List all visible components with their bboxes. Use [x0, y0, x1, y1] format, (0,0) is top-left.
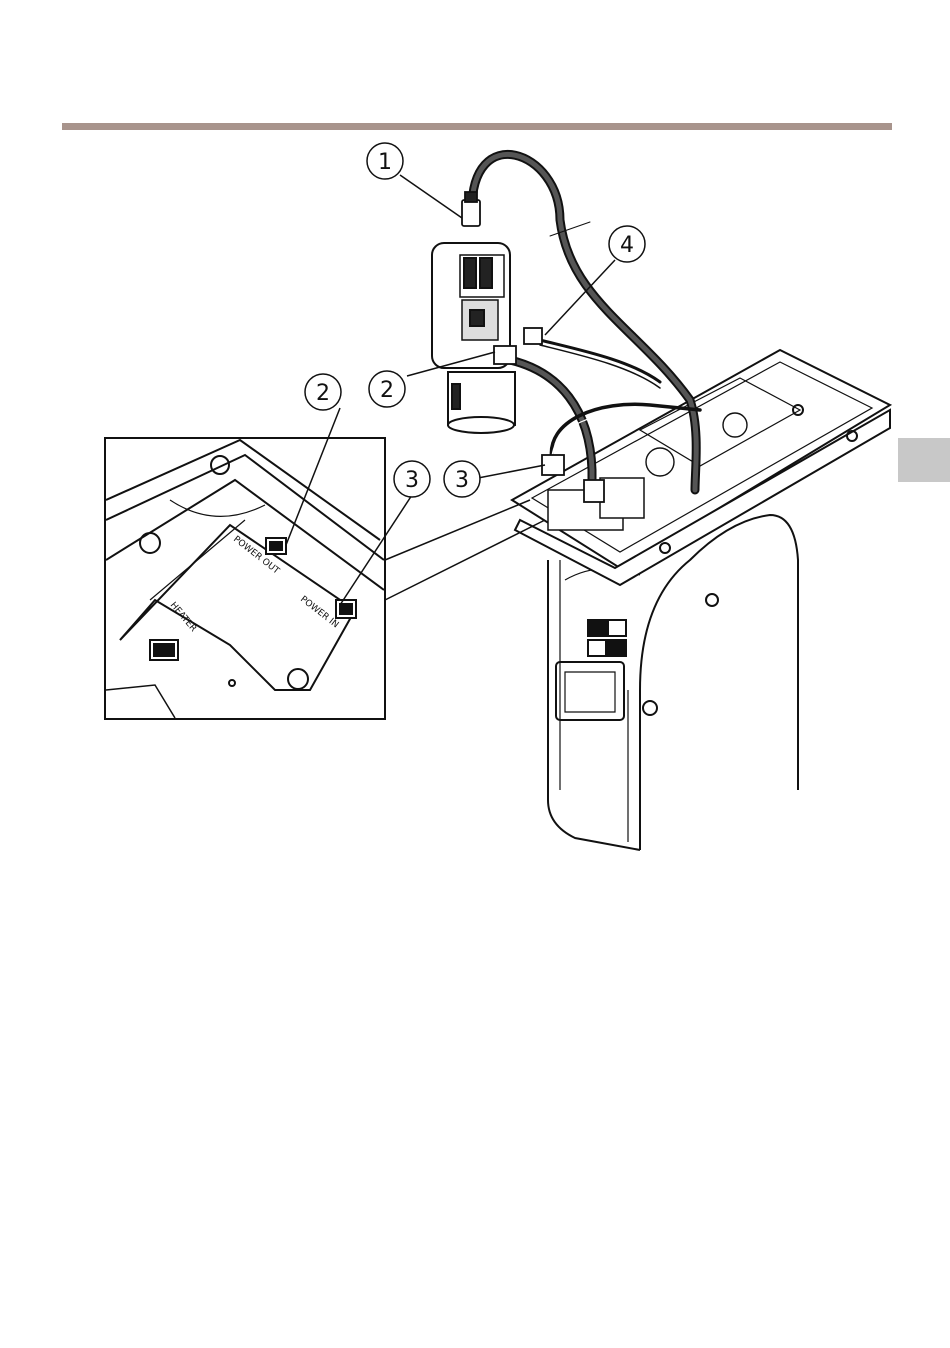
callout-1-number: 1 — [378, 150, 392, 175]
callout-2-inset: 2 — [305, 374, 341, 410]
callout-3-main-number: 3 — [455, 468, 469, 493]
callout-1: 1 — [367, 143, 403, 179]
callout-3-inset-number: 3 — [405, 468, 419, 493]
magnifier-lines — [385, 500, 545, 600]
callout-2-inset-number: 2 — [316, 381, 330, 406]
callout-2-main: 2 — [369, 371, 405, 407]
callout-4: 4 — [609, 226, 645, 262]
camera-module — [432, 243, 515, 433]
detail-inset: POWER OUT POWER IN HEATER — [105, 438, 385, 719]
callout-3-inset: 3 — [394, 461, 430, 497]
callout-4-number: 4 — [620, 233, 634, 258]
callout-2-main-number: 2 — [380, 378, 394, 403]
callout-3-main: 3 — [444, 461, 480, 497]
